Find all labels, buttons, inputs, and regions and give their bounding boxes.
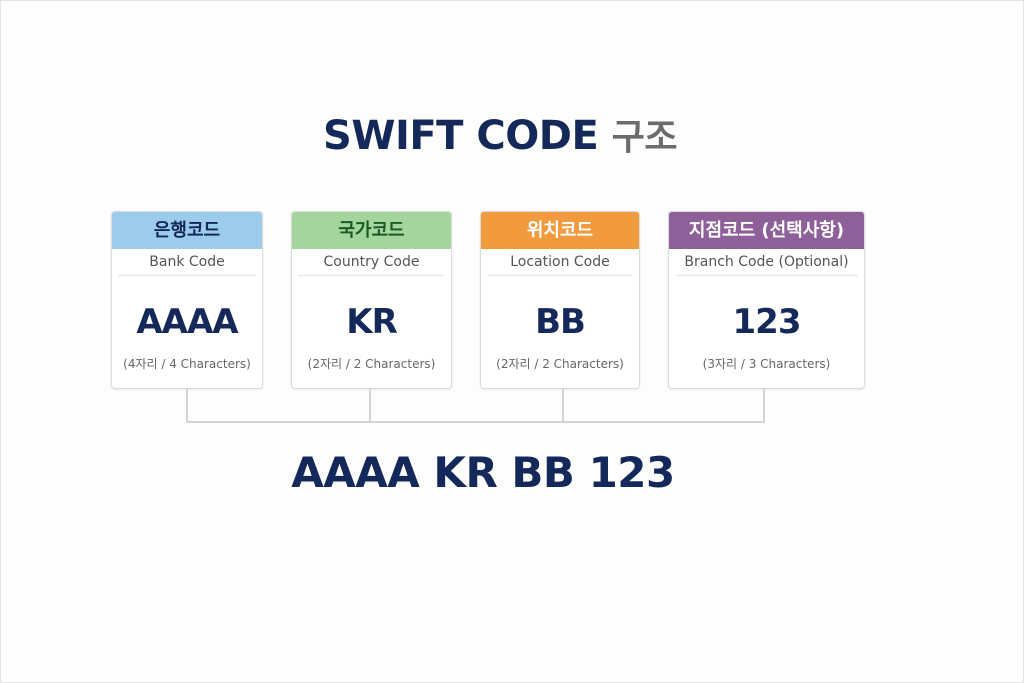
card-header: 위치코드: [481, 212, 639, 249]
bank-code-card: 은행코드 Bank Code AAAA (4자리 / 4 Characters): [111, 211, 263, 389]
title-main: SWIFT CODE: [323, 113, 599, 159]
card-english-label: Country Code: [298, 249, 445, 276]
location-code-card: 위치코드 Location Code BB (2자리 / 2 Character…: [480, 211, 640, 389]
card-length: (3자리 / 3 Characters): [702, 357, 831, 371]
card-header: 국가코드: [292, 212, 451, 249]
branch-code-card: 지점코드 (선택사항) Branch Code (Optional) 123 (…: [668, 211, 865, 389]
connector-line: [369, 388, 371, 423]
card-header: 지점코드 (선택사항): [669, 212, 864, 249]
title-sub: 구조: [611, 117, 678, 158]
card-length: (4자리 / 4 Characters): [123, 357, 251, 371]
connector-line: [763, 388, 765, 423]
card-code: BB: [535, 302, 586, 342]
card-english-label: Location Code: [487, 249, 633, 276]
card-code: AAAA: [136, 302, 238, 342]
connector-line: [186, 388, 188, 423]
combined-swift-code: AAAA KR BB 123: [291, 448, 675, 497]
country-code-card: 국가코드 Country Code KR (2자리 / 2 Characters…: [291, 211, 452, 389]
page-title: SWIFT CODE 구조: [0, 108, 1000, 160]
card-length: (2자리 / 2 Characters): [496, 357, 624, 371]
card-english-label: Branch Code (Optional): [675, 249, 858, 276]
card-length: (2자리 / 2 Characters): [307, 357, 436, 371]
connector-line: [562, 388, 564, 423]
card-code: 123: [732, 302, 802, 342]
card-english-label: Bank Code: [118, 249, 256, 276]
connector-bar: [187, 421, 765, 423]
card-code: KR: [346, 302, 398, 342]
card-header: 은행코드: [112, 212, 262, 249]
